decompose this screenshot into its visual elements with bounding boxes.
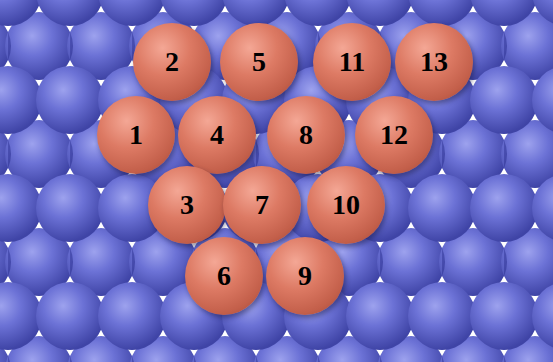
atom-number: 5: [252, 48, 266, 76]
atom-number: 8: [299, 121, 313, 149]
adatom-sphere: 11: [313, 23, 391, 101]
adatom-sphere: 6: [185, 237, 263, 315]
adatom-sphere: 10: [307, 166, 385, 244]
atom-number: 7: [255, 191, 269, 219]
adatom-sphere: 13: [395, 23, 473, 101]
adatom-sphere: 2: [133, 23, 211, 101]
adatom-sphere: 12: [355, 96, 433, 174]
atom-number: 12: [380, 121, 408, 149]
adatom-sphere: 5: [220, 23, 298, 101]
adatom-sphere: 4: [178, 96, 256, 174]
atom-number: 13: [420, 48, 448, 76]
atom-number: 10: [332, 191, 360, 219]
adatom-sphere: 8: [267, 96, 345, 174]
adatom-sphere: 7: [223, 166, 301, 244]
adatom-sphere: 3: [148, 166, 226, 244]
adatom-sphere: 9: [266, 237, 344, 315]
atom-number: 2: [165, 48, 179, 76]
atom-number: 4: [210, 121, 224, 149]
adatom-sphere: 1: [97, 96, 175, 174]
atom-number: 6: [217, 262, 231, 290]
atom-number: 9: [298, 262, 312, 290]
atom-number: 1: [129, 121, 143, 149]
atom-number: 11: [339, 48, 365, 76]
atom-number: 3: [180, 191, 194, 219]
